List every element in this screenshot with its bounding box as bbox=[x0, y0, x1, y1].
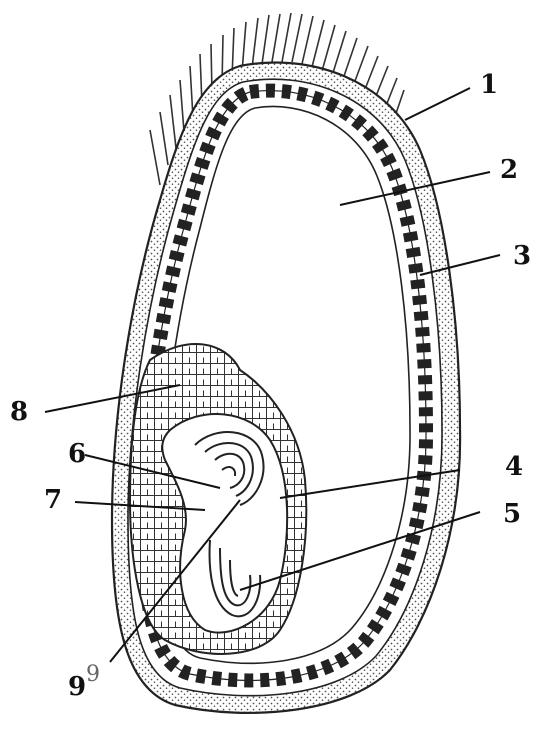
stray-mark-9: 9 bbox=[86, 662, 100, 687]
label-3: 3 bbox=[513, 241, 531, 271]
label-8: 8 bbox=[10, 397, 28, 427]
label-1: 1 bbox=[480, 70, 498, 100]
label-6: 6 bbox=[68, 439, 86, 469]
label-5: 5 bbox=[503, 499, 521, 529]
label-4: 4 bbox=[505, 452, 523, 482]
label-2: 2 bbox=[500, 155, 518, 185]
label-7: 7 bbox=[44, 485, 62, 515]
label-9: 9 bbox=[68, 672, 86, 702]
